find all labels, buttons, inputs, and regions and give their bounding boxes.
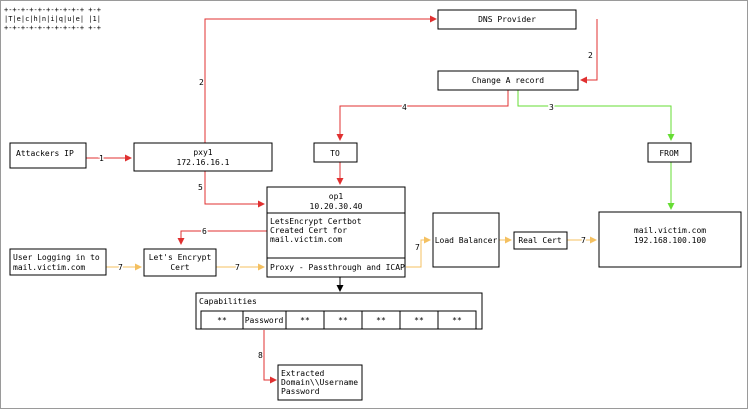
certbot-line-3: mail.victim.com bbox=[270, 235, 342, 244]
real-cert-label: Real Cert bbox=[518, 236, 562, 245]
certbot-line-2: Created Cert for bbox=[270, 226, 347, 235]
node-dns-provider: DNS Provider bbox=[437, 9, 577, 30]
banner-line-1: +-+-+-+-+-+-+-+-+-+ +-+ bbox=[4, 6, 101, 14]
mail-host: mail.victim.com bbox=[634, 226, 706, 235]
edge-label-7c: 7 bbox=[415, 243, 420, 252]
op1-name: op1 bbox=[329, 192, 344, 201]
cell-password-text: Password bbox=[245, 316, 284, 325]
banner-line-2: |T|e|c|h|n|i|q|u|e| |1| bbox=[4, 15, 101, 23]
mail-ip: 192.168.100.100 bbox=[634, 236, 706, 245]
edge-label-7d: 7 bbox=[581, 236, 586, 245]
edge-label-7b: 7 bbox=[235, 263, 240, 272]
pxy1-ip: 172.16.16.1 bbox=[177, 158, 230, 167]
edge-label-7a: 7 bbox=[118, 263, 123, 272]
node-user-login: User Logging in to mail.victim.com bbox=[9, 248, 107, 276]
edge-label-8: 8 bbox=[258, 351, 263, 360]
dns-provider-label: DNS Provider bbox=[478, 15, 536, 24]
edge-4 bbox=[336, 89, 509, 141]
banner-line-3: +-+-+-+-+-+-+-+-+-+ +-+ bbox=[4, 24, 101, 32]
cell-5-text: ** bbox=[376, 316, 386, 325]
edge-2-to-dns bbox=[204, 15, 437, 143]
certbot-line-1: LetsEncrypt Certbot bbox=[270, 217, 362, 226]
edge-label-3: 3 bbox=[549, 103, 554, 112]
edge-6 bbox=[177, 230, 267, 245]
edge-label-2b: 2 bbox=[588, 51, 593, 60]
extracted-line-1: Extracted bbox=[281, 369, 325, 378]
extracted-line-3: Password bbox=[281, 387, 320, 396]
edge-2-to-change bbox=[580, 19, 598, 84]
edge-5 bbox=[204, 171, 265, 208]
cell-4-text: ** bbox=[338, 316, 348, 325]
cell-3-text: ** bbox=[300, 316, 310, 325]
edge-label-6: 6 bbox=[202, 227, 207, 236]
cell-1-text: ** bbox=[217, 316, 227, 325]
cell-7 bbox=[437, 310, 477, 330]
node-lets-encrypt-cert: Let's Encrypt Cert bbox=[143, 248, 217, 277]
lets-encrypt-line-2: Cert bbox=[170, 263, 189, 272]
node-pxy1: pxy1 172.16.16.1 bbox=[133, 142, 273, 172]
user-line-1: User Logging in to bbox=[13, 253, 100, 262]
edge-7-proxy bbox=[406, 236, 431, 268]
capabilities-label: Capabilities bbox=[199, 297, 257, 306]
node-extracted: Extracted Domain\\Username Password bbox=[277, 364, 363, 401]
from-label: FROM bbox=[659, 149, 678, 158]
node-attackers-ip: Attackers IP bbox=[9, 142, 87, 169]
load-balancer-label: Load Balancer bbox=[435, 236, 498, 245]
node-change-a-record: Change A record bbox=[437, 70, 579, 91]
node-op1: op1 10.20.30.40 LetsEncrypt Certbot Crea… bbox=[266, 186, 406, 278]
cell-6-text: ** bbox=[414, 316, 424, 325]
user-line-2: mail.victim.com bbox=[13, 263, 85, 272]
cell-7-text: ** bbox=[452, 316, 462, 325]
edge-label-2a: 2 bbox=[199, 78, 204, 87]
edge-label-5: 5 bbox=[198, 183, 203, 192]
pxy1-name: pxy1 bbox=[193, 148, 212, 157]
edge-label-4: 4 bbox=[402, 103, 407, 112]
node-capabilities: Capabilities ** Password ** ** ** ** ** bbox=[195, 292, 483, 330]
proxy-label: Proxy - Passthrough and ICAP bbox=[270, 263, 405, 272]
node-from: FROM bbox=[647, 142, 692, 163]
lets-encrypt-line-1: Let's Encrypt bbox=[149, 253, 212, 262]
edge-3 bbox=[517, 89, 675, 141]
node-mail-server: mail.victim.com 192.168.100.100 bbox=[598, 211, 742, 268]
edge-8 bbox=[263, 330, 277, 384]
extracted-line-2: Domain\\Username bbox=[281, 378, 358, 387]
op1-ip: 10.20.30.40 bbox=[310, 202, 363, 211]
node-to: TO bbox=[313, 142, 358, 163]
node-real-cert: Real Cert bbox=[513, 231, 568, 250]
to-label: TO bbox=[330, 149, 340, 158]
edge-label-1: 1 bbox=[99, 154, 104, 163]
technique-banner: +-+-+-+-+-+-+-+-+-+ +-+ |T|e|c|h|n|i|q|u… bbox=[4, 6, 101, 32]
change-a-record-label: Change A record bbox=[472, 76, 544, 85]
attackers-ip-label: Attackers IP bbox=[16, 149, 74, 158]
node-load-balancer: Load Balancer bbox=[432, 212, 500, 268]
